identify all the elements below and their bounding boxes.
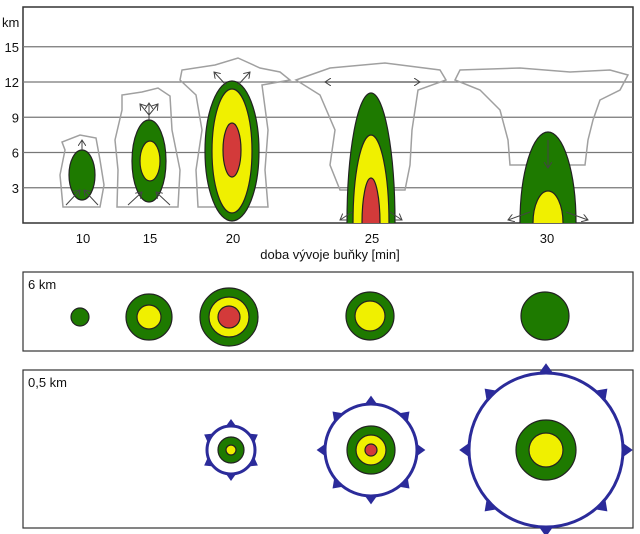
outflow-arrowhead <box>365 496 377 505</box>
flow-arrow <box>214 72 227 86</box>
x-tick-label: 10 <box>76 231 90 246</box>
outflow-arrowhead <box>459 443 469 457</box>
cell-30-yellow <box>532 190 564 223</box>
cell-25-red <box>361 177 381 223</box>
y-tick-label: 3 <box>12 181 19 196</box>
outflow-arrowhead <box>249 433 258 443</box>
outflow-arrowhead <box>204 457 213 467</box>
cloud-outline <box>179 57 292 208</box>
flow-arrow <box>340 211 353 220</box>
outflow-arrowhead <box>484 499 497 512</box>
outflow-arrowhead <box>332 411 343 422</box>
flow-arrow <box>148 104 158 116</box>
flow-arrow <box>237 72 250 86</box>
surface-30-yellow <box>528 432 564 468</box>
outflow-arrowhead <box>539 527 553 534</box>
flow-arrow <box>565 211 588 220</box>
outflow-arrowhead <box>365 395 377 404</box>
panel-6km: 6 km <box>22 271 634 352</box>
section-25-yellow <box>354 300 386 332</box>
flow-arrow <box>140 104 150 116</box>
section-10-green <box>70 307 90 327</box>
outflow-arrowhead <box>226 419 236 426</box>
flow-arrow <box>127 192 142 206</box>
section-30-green <box>520 291 570 341</box>
flow-arrow <box>84 190 99 206</box>
y-axis-unit: km <box>2 15 19 30</box>
outflow-arrowhead <box>332 478 343 489</box>
outflow-arrowhead <box>399 478 410 489</box>
panel-05km-label: 0,5 km <box>28 375 67 390</box>
panel-6km-label: 6 km <box>28 277 56 292</box>
y-tick-label: 15 <box>5 40 19 55</box>
section-15-yellow <box>136 304 162 330</box>
y-tick-label: 6 <box>12 146 19 161</box>
outflow-arrowhead <box>316 444 325 456</box>
cell-30-green <box>519 131 577 223</box>
outflow-arrowhead <box>595 499 608 512</box>
section-20-red <box>217 305 241 329</box>
y-tick-label: 9 <box>12 110 19 125</box>
x-tick-label: 30 <box>540 231 554 246</box>
flow-arrow <box>156 192 171 206</box>
surface-20-yellow <box>225 444 237 456</box>
x-tick-label: 15 <box>143 231 157 246</box>
outflow-arrowhead <box>595 388 608 401</box>
panel-05km: 0,5 km <box>22 363 634 534</box>
cloud-outline <box>294 62 448 191</box>
outflow-arrowhead <box>539 363 553 373</box>
surface-25-red <box>364 443 378 457</box>
outflow-arrowhead <box>484 388 497 401</box>
cloud-outline <box>453 67 630 166</box>
x-axis-label: doba vývoje buňky [min] <box>260 247 399 262</box>
cell-15-yellow <box>139 140 161 182</box>
vertical-section-chart: 15 12 9 6 3 km 10 15 20 25 30 doba vývoje buňky … <box>2 6 634 262</box>
outflow-arrowhead <box>417 444 426 456</box>
outflow-arrowhead <box>226 474 236 481</box>
cloud-outline <box>114 87 181 208</box>
cell-20-red <box>222 122 242 178</box>
outflow-arrowhead <box>204 433 213 443</box>
x-tick-label: 20 <box>226 231 240 246</box>
cloud-outline <box>59 134 105 208</box>
flow-arrow <box>389 211 402 220</box>
outflow-arrowhead <box>249 457 258 467</box>
y-tick-label: 12 <box>5 75 19 90</box>
flow-arrow <box>508 211 531 220</box>
flow-arrow <box>65 190 80 206</box>
outflow-arrowhead <box>623 443 633 457</box>
cell-10-green <box>68 149 96 201</box>
x-tick-label: 25 <box>365 231 379 246</box>
outflow-arrowhead <box>399 411 410 422</box>
